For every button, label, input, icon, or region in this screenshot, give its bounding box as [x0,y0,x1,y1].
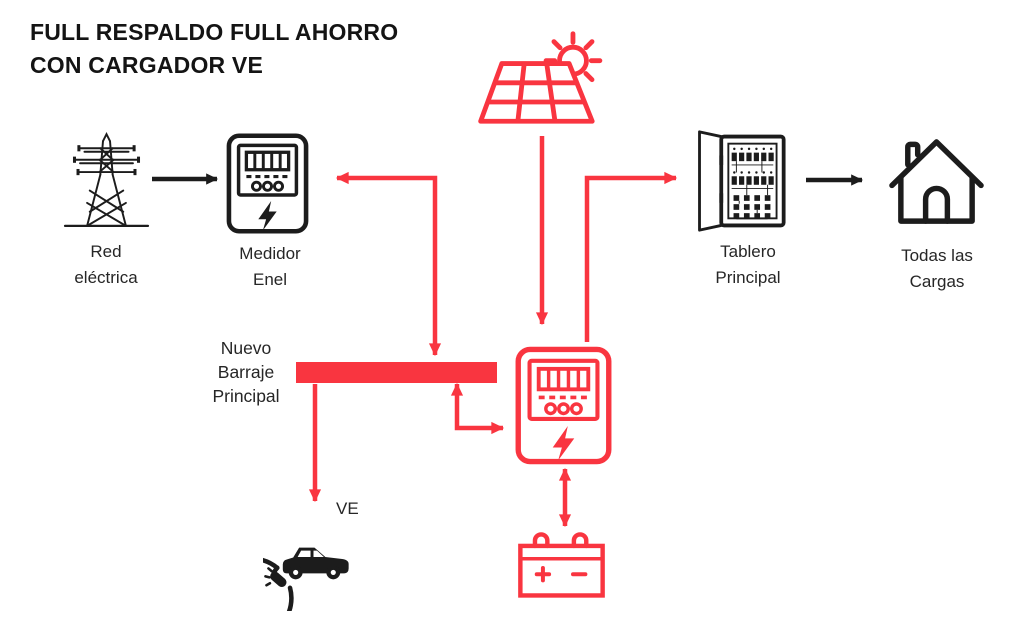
page-title: FULL RESPALDO FULL AHORRO CON CARGADOR V… [30,16,398,82]
grid-label: Red eléctrica [74,242,138,287]
ev-label: VE [336,499,359,518]
battery-icon [518,532,605,598]
loads-label: Todas las Cargas [901,246,973,291]
electric-meter-icon [226,133,309,234]
page-title-line2: CON CARGADOR VE [30,52,264,78]
meter-label: Medidor Enel [239,244,301,289]
ev-car-plug-icon [263,547,349,611]
house-icon [889,139,984,224]
busbar-label: Nuevo Barraje Principal [212,338,280,406]
inverter-meter-icon [515,346,612,465]
connector-busbar-inverter [450,382,505,435]
solar-panel-sun-icon [478,31,603,124]
busbar [296,362,497,383]
connector-inverter-to-panel [584,171,678,342]
connector-meter-busbar [335,171,442,357]
panel-label: Tablero Principal [715,242,781,287]
page-title-line1: FULL RESPALDO FULL AHORRO [30,19,399,45]
transmission-tower-icon [63,131,150,228]
breaker-panel-icon [698,130,786,232]
